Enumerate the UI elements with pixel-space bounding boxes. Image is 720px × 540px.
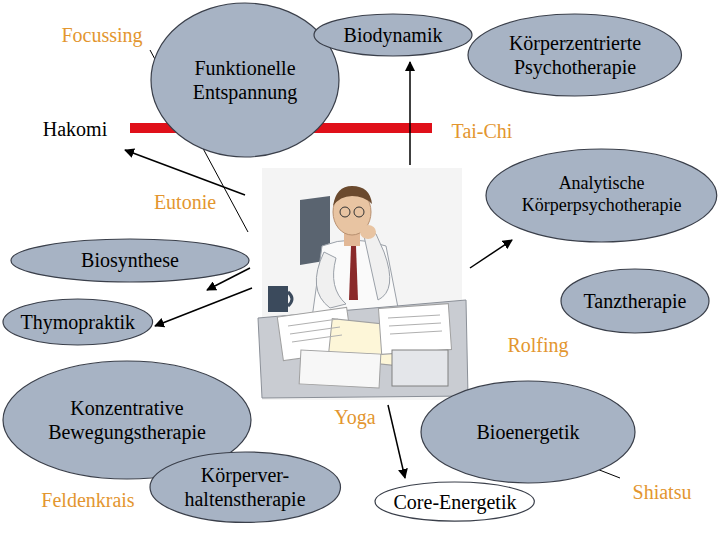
method-label: Shiatsu [633,480,692,504]
mug [268,286,288,312]
node-label: Thymopraktik [21,310,135,334]
node-text-group: Core-Energetik [394,490,517,514]
ellipse-node: Biodynamik [313,13,473,57]
ellipse-node: Core-Energetik [374,481,535,522]
ellipse-shape [3,299,153,345]
glasses [340,207,350,217]
node-label: Core-Energetik [394,490,517,514]
man-at-desk [258,168,468,400]
node-text-group: Bioenergetik [477,420,580,444]
ellipse-node: Bioenergetik [420,380,636,484]
mug-handle [288,292,292,306]
ellipse-shape [11,239,249,282]
paper-lines [288,315,442,342]
arrow [155,288,252,326]
node-text-group: Biosynthese [81,248,179,272]
ellipse-shape [314,14,472,56]
glasses [354,207,364,217]
node-label: Biosynthese [81,248,179,272]
desk [258,300,468,398]
node-label: Konzentrative Bewegungstherapie [27,396,227,444]
arrow [125,150,245,195]
paper [299,350,381,388]
node-text-group: Konzentrative Bewegungstherapie [27,396,227,444]
tie [349,246,358,300]
method-label: Eutonie [154,190,216,214]
arrow [409,62,411,165]
ellipse-shape [561,269,709,333]
node-text-group: Biodynamik [344,23,443,47]
ellipse-node: Funktionelle Entspannung [150,2,340,158]
arm [364,232,390,300]
hair [333,186,372,206]
ellipse-node: Körperver- haltenstherapie [149,451,342,523]
node-label: Tanztherapie [584,289,687,313]
arrow [388,405,405,478]
ellipse-node: Analytische Körperpsychotherapie [485,148,718,243]
arm [316,252,346,308]
ellipse-shape [151,3,339,157]
method-label: Focussing [61,23,142,47]
ellipse-shape [150,452,340,522]
method-label: Yoga [334,405,375,429]
ellipse-shape [375,482,534,521]
hand [360,225,376,239]
ellipse-shape [468,14,682,96]
ellipse-outline [149,451,342,523]
ellipse-outline [467,13,683,97]
method-label: Tai-Chi [452,119,513,143]
node-label: Bioenergetik [477,420,580,444]
node-text-group: Körperzentrierte Psychotherapie [490,31,660,79]
node-text-group: Tanztherapie [584,289,687,313]
node-text-group: Analytische Körperpsychotherapie [509,173,694,216]
node-text-group: Funktionelle Entspannung [175,56,315,104]
node-text-group: Thymopraktik [21,310,135,334]
node-label: Körperzentrierte Psychotherapie [490,31,660,79]
ellipse-node: Thymopraktik [2,298,154,346]
ellipse-node: Tanztherapie [560,268,710,334]
ellipse-shape [486,149,717,242]
node-text-group: Körperver- haltenstherapie [170,463,320,511]
paper [378,304,451,355]
arrow [470,240,512,268]
method-label: Hakomi [43,117,107,141]
node-label: Analytische Körperpsychotherapie [509,173,694,216]
ellipse-outline [150,2,340,158]
node-label: Funktionelle Entspannung [175,56,315,104]
node-label: Biodynamik [344,23,443,47]
node-label: Körperver- haltenstherapie [170,463,320,511]
method-label: Feldenkrais [41,488,134,512]
ellipse-node: Körperzentrierte Psychotherapie [467,13,683,97]
method-label: Rolfing [507,333,568,357]
ellipse-shape [421,381,635,483]
calculator [392,350,448,386]
ellipse-node: Biosynthese [10,238,250,283]
